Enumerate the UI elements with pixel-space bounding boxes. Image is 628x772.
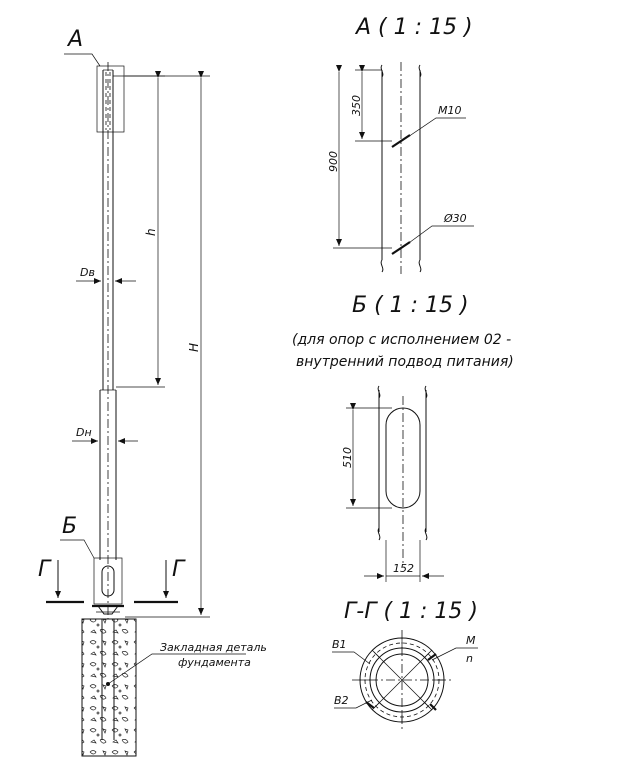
section-label-n: n [466,652,473,665]
foundation-block [81,618,137,757]
section-gg-title: Г-Г ( 1 : 15 ) [344,599,478,624]
section-left-label: Г [38,557,52,582]
foundation-label-1: Закладная деталь [160,641,267,654]
view-a-title: А ( 1 : 15 ) [354,15,473,40]
dim-h-label: h [144,228,158,236]
base-gusset [97,605,119,615]
section-gg: Г-Г ( 1 : 15 ) B1 B2 M [332,599,478,730]
main-view: А h H Dв Dн Б [38,27,267,757]
view-b: Б ( 1 : 15 ) (для опор с исполнением 02 … [292,293,514,582]
view-a-dim-350: 350 [350,95,363,116]
view-a-bolt [391,134,411,148]
view-b-title: Б ( 1 : 15 ) [352,293,469,318]
callout-a-label: А [66,27,83,52]
callout-b-label: Б [62,514,77,539]
detail-a-frame [96,65,125,133]
section-ribs [360,638,444,722]
pole-access-hatch [101,565,115,597]
view-a-bolt-label: M10 [438,104,462,117]
section-label-m: M [466,634,476,647]
section-label-b2: B2 [334,694,349,707]
section-label-b1: B1 [332,638,347,651]
view-b-note-line1: (для опор с исполнением 02 - [292,332,511,348]
view-a-hole-label: Ø30 [443,212,467,225]
view-b-note-line2: внутренний подвод питания) [296,354,514,370]
dim-dv-label: Dв [80,266,95,279]
view-b-dim-510: 510 [341,447,354,468]
dim-H-label: H [187,343,201,352]
dim-dn-label: Dн [76,426,92,439]
view-a-dim-900: 900 [327,151,340,172]
section-anchor-bolts [365,653,437,711]
callout-b-leader [60,539,95,559]
foundation-leader [107,653,246,685]
detail-b-frame [93,557,123,605]
callout-a-leader [64,53,101,67]
view-a: А ( 1 : 15 ) 350 900 M10 Ø30 [327,15,474,274]
section-right-label: Г [172,557,186,582]
view-b-dim-152: 152 [393,562,414,575]
foundation-label-2: фундамента [178,656,251,669]
